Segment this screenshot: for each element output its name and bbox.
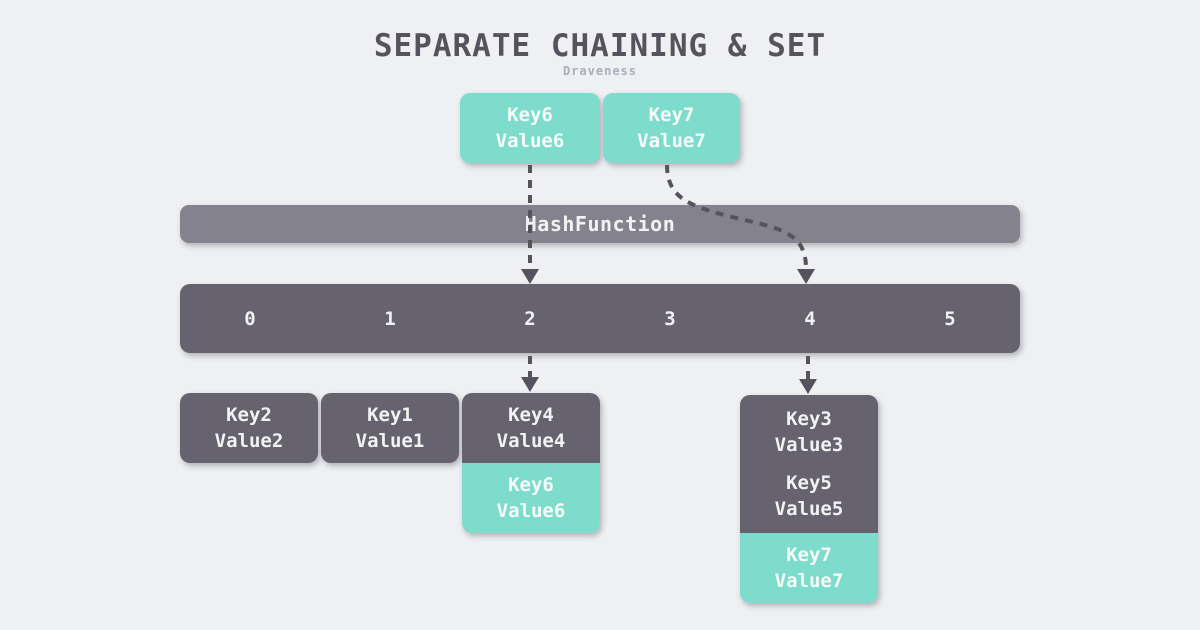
- value-label: Value2: [214, 430, 284, 452]
- chain-bucket2-entry-key4: Key4 Value4: [462, 393, 600, 463]
- value-label: Value7: [637, 130, 706, 152]
- chain-entry: Key6 Value6: [497, 472, 566, 524]
- incoming-pair-key7: Key7 Value7: [603, 93, 740, 163]
- value-label: Value4: [496, 430, 566, 452]
- value-label: Value3: [774, 434, 844, 457]
- chain-entry: Key4 Value4: [497, 402, 566, 454]
- incoming-pair-key6: Key6 Value6: [460, 93, 600, 163]
- key-label: Key7: [786, 544, 832, 566]
- page-subtitle: Draveness: [562, 64, 638, 78]
- hash-function-bar: HashFunction: [180, 205, 1020, 243]
- key-label: Key2: [226, 404, 272, 426]
- key-label: Key6: [508, 474, 554, 496]
- bucket-0: 0: [244, 307, 256, 330]
- key-label: Key7: [648, 104, 695, 126]
- key-label: Key5: [786, 471, 832, 494]
- key-label: Key6: [507, 104, 553, 126]
- key-label: Key3: [786, 408, 832, 431]
- bucket-array: 0 1 2 3 4 5: [180, 284, 1020, 353]
- arrowhead-bucket2-to-chain: [521, 377, 539, 392]
- chain-bucket4-entry-key5: Key5 Value5: [775, 470, 844, 522]
- arrowhead-key6-to-bucket2: [521, 269, 539, 284]
- chain-bucket1-entry-key1: Key1 Value1: [321, 393, 459, 463]
- chain-bucket2-entry-key6-highlighted: Key6 Value6: [462, 463, 600, 533]
- key-label: Key4: [508, 404, 554, 426]
- bucket-3: 3: [664, 307, 676, 330]
- chain-bucket4-entry-key7-highlighted: Key7 Value7: [740, 533, 878, 603]
- arrowhead-bucket4-to-chain: [799, 379, 817, 394]
- hash-function-label: HashFunction: [524, 212, 676, 236]
- chain-bucket4-dark-section: Key3 Value3 Key5 Value5: [740, 395, 878, 533]
- arrowhead-key7-to-bucket4: [797, 269, 815, 284]
- chain-bucket2-stack: Key4 Value4 Key6 Value6: [462, 393, 600, 533]
- value-label: Value7: [774, 570, 844, 592]
- page-title: SEPARATE CHAINING & SET: [373, 28, 827, 64]
- bucket-4: 4: [804, 307, 816, 330]
- value-label: Value1: [355, 430, 425, 452]
- value-label: Value6: [495, 130, 565, 152]
- key-label: Key1: [367, 404, 413, 426]
- chain-bucket4-entry-key3: Key3 Value3: [775, 406, 844, 458]
- value-label: Value5: [774, 497, 844, 520]
- bucket-2: 2: [524, 307, 536, 330]
- bucket-1: 1: [384, 307, 396, 330]
- chain-bucket0-entry-key2: Key2 Value2: [180, 393, 318, 463]
- chain-entry: Key7 Value7: [775, 542, 844, 594]
- bucket-5: 5: [944, 307, 956, 330]
- chain-bucket4-stack: Key3 Value3 Key5 Value5 Key7 Value7: [740, 395, 878, 603]
- value-label: Value6: [496, 500, 566, 522]
